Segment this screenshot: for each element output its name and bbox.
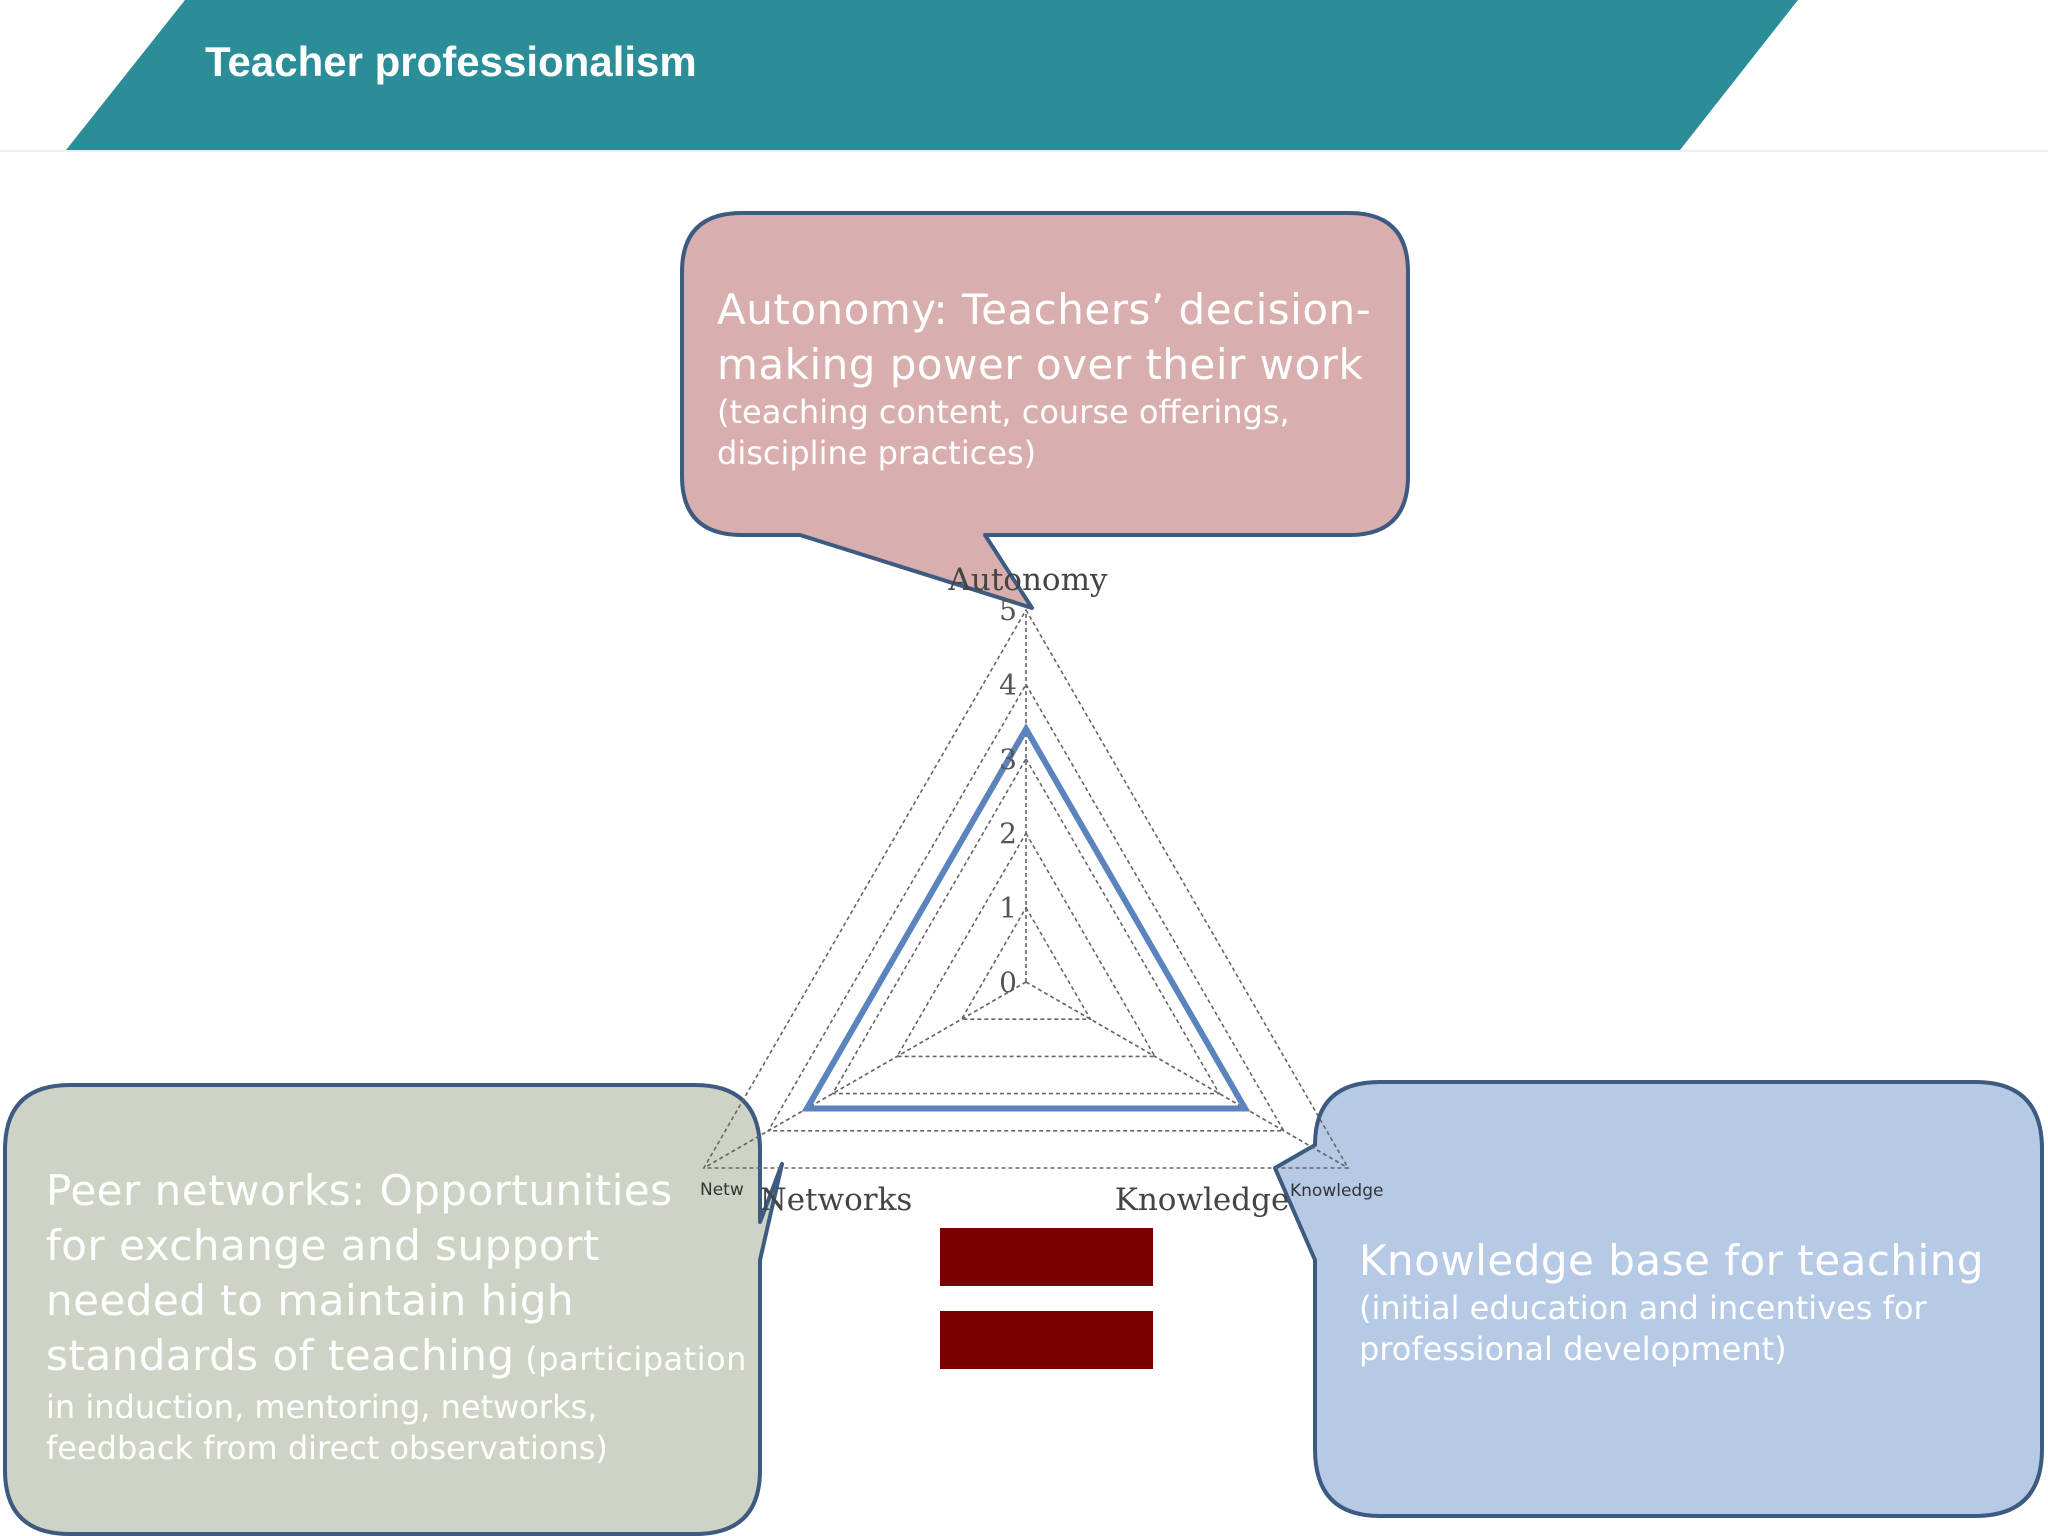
autonomy-callout-text: Autonomy: Teachers’ decision- making pow… bbox=[717, 282, 1371, 474]
axis-label-knowledge: Knowledge bbox=[1115, 1182, 1290, 1218]
radar-grid-ring-3 bbox=[831, 757, 1221, 1095]
radar-grid-ring-2 bbox=[895, 831, 1157, 1058]
autonomy-main-line-1: Autonomy: Teachers’ decision- bbox=[717, 285, 1372, 334]
header-band bbox=[66, 0, 1798, 150]
flag-stripe-top bbox=[940, 1228, 1153, 1286]
axis-label-networks-fragment: Netw bbox=[700, 1180, 744, 1200]
axis-label-autonomy: Autonomy bbox=[947, 562, 1107, 598]
knowledge-main-line-1: Knowledge base for teaching bbox=[1359, 1236, 1985, 1285]
radar-tick-label-2: 2 bbox=[999, 817, 1017, 850]
knowledge-callout bbox=[1273, 1080, 2044, 1518]
axis-label-networks: Networks bbox=[760, 1182, 913, 1218]
autonomy-detail-line-2: discipline practices) bbox=[717, 434, 1037, 472]
peer-main-line-2: for exchange and support bbox=[46, 1221, 600, 1270]
radar-series-polygon bbox=[801, 723, 1251, 1112]
radar-tick-label-5: 5 bbox=[999, 594, 1017, 627]
radar-grid-ring-1 bbox=[960, 905, 1092, 1021]
flag-stripe-bottom bbox=[940, 1311, 1153, 1369]
slide-title: Teacher professionalism bbox=[205, 38, 697, 85]
radar-tick-labels: 0 1 2 3 4 5 bbox=[999, 594, 1017, 999]
autonomy-callout bbox=[680, 211, 1410, 610]
radar-tick-label-1: 1 bbox=[999, 892, 1017, 925]
peer-main-line-1: Peer networks: Opportunities bbox=[46, 1166, 673, 1215]
autonomy-detail-line-1: (teaching content, course offerings, bbox=[717, 393, 1290, 431]
latvia-flag bbox=[940, 1228, 1153, 1369]
autonomy-main-line-2: making power over their work bbox=[717, 340, 1364, 389]
knowledge-detail-line-1: (initial education and incentives for bbox=[1359, 1289, 1927, 1327]
peer-main-line-3: needed to maintain high bbox=[46, 1276, 575, 1325]
radar-tick-label-3: 3 bbox=[999, 743, 1017, 776]
peer-networks-callout bbox=[3, 1083, 784, 1536]
peer-main-line-4-text: standards of teaching bbox=[46, 1331, 515, 1380]
flag-stripe-middle bbox=[940, 1286, 1153, 1311]
radar-tick-label-0: 0 bbox=[999, 966, 1017, 999]
peer-detail-line-1: in induction, mentoring, networks, bbox=[46, 1388, 598, 1426]
peer-networks-callout-text: Peer networks: Opportunities for exchang… bbox=[46, 1163, 747, 1469]
knowledge-callout-text: Knowledge base for teaching (initial edu… bbox=[1359, 1233, 1984, 1370]
knowledge-detail-line-2: professional development) bbox=[1359, 1330, 1787, 1368]
radar-grid-ring-4 bbox=[766, 682, 1286, 1132]
radar-tick-label-4: 4 bbox=[999, 668, 1017, 701]
radar-grid-ring-5 bbox=[702, 608, 1350, 1169]
peer-detail-line-2: feedback from direct observations) bbox=[46, 1429, 608, 1467]
peer-inline-detail: (participation bbox=[514, 1340, 747, 1378]
radar-spoke-knowledge bbox=[1025, 981, 1349, 1169]
radar-spoke-networks bbox=[703, 981, 1027, 1169]
axis-label-knowledge-fragment: Knowledge bbox=[1290, 1181, 1383, 1201]
radar-grid bbox=[702, 608, 1350, 1169]
peer-main-line-4: standards of teaching (participation bbox=[46, 1328, 747, 1387]
